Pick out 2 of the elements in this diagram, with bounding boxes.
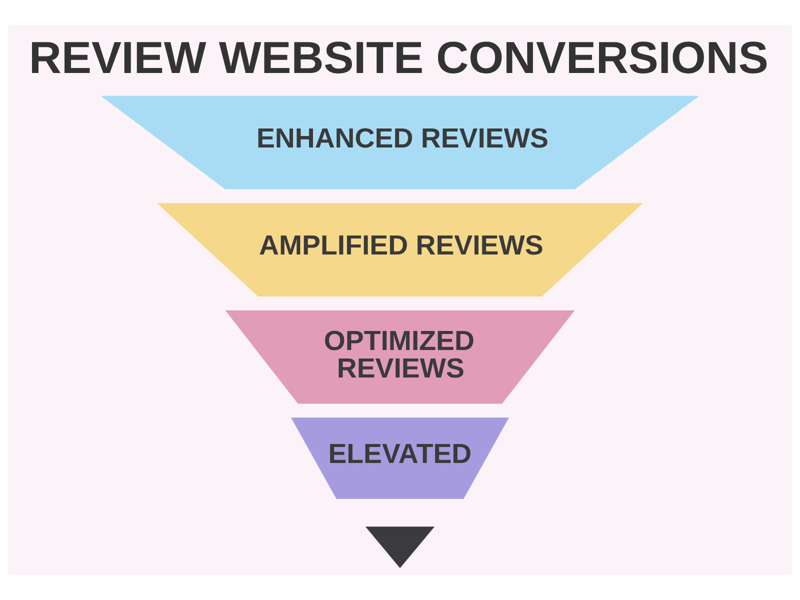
diagram-title: REVIEW WEBSITE CONVERSIONS (29, 32, 768, 84)
node-triangle (365, 526, 435, 568)
